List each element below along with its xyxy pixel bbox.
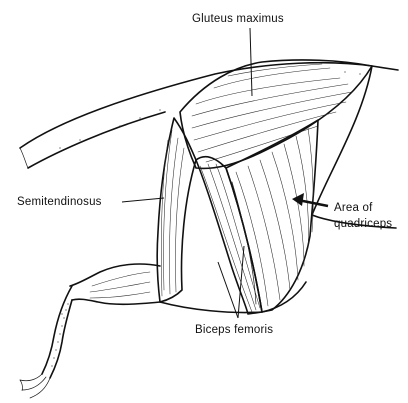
semitendinosus-fibers [161,130,184,296]
label-quadriceps: quadriceps [334,218,392,230]
central-band [196,157,262,314]
calf-fibers [90,272,150,298]
biceps-femoris-leader-left [218,262,238,318]
gluteus-leader [250,28,252,96]
tail-stub [20,148,28,168]
quadriceps-arrow [292,193,328,206]
semitendinosus-leader [122,198,164,202]
biceps-femoris-muscle [226,120,318,312]
label-semitendinosus: Semitendinosus [17,196,102,208]
central-band-fibers [200,164,260,312]
flank-outline [28,112,165,168]
back-outline [20,63,398,148]
label-biceps-femoris: Biceps femoris [195,324,273,336]
calf-lower-outline [72,299,160,304]
label-gluteus-maximus: Gluteus maximus [192,13,284,25]
label-area-of: Area of [334,202,373,214]
biceps-femoris-fibers [236,128,313,306]
foot-toes [20,374,50,398]
